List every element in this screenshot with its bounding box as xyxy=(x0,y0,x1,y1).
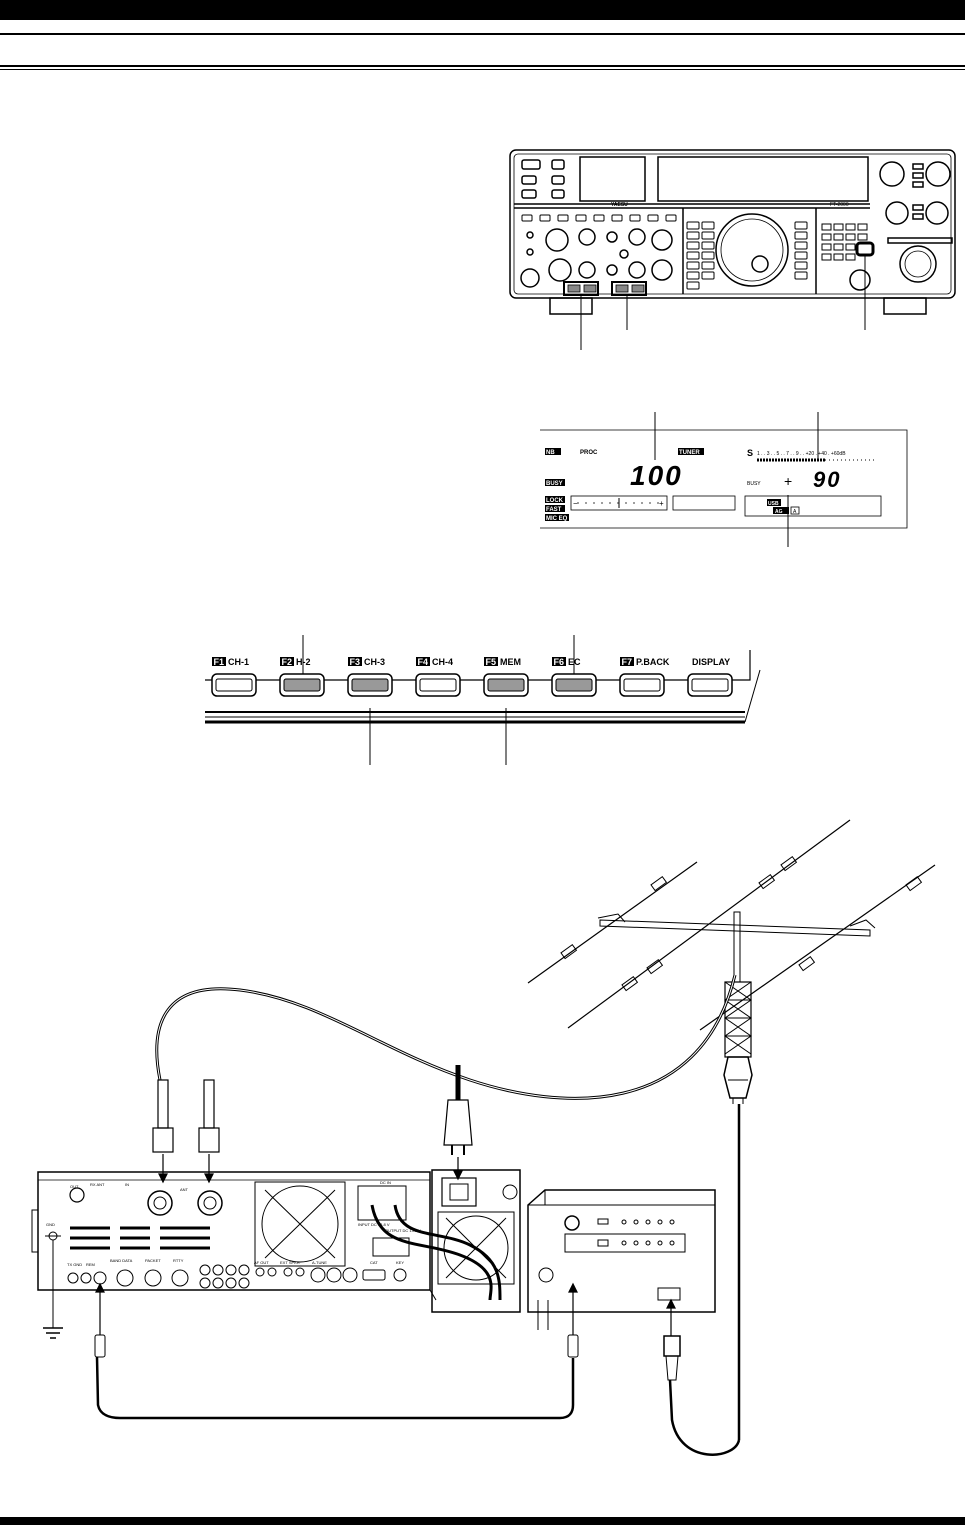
clarifier-sign: + xyxy=(784,473,792,489)
function-key-number-bg xyxy=(416,657,430,666)
header-rule-2 xyxy=(0,65,965,67)
busy-right-indicator: BUSY xyxy=(747,481,761,487)
cat-label: CAT xyxy=(370,1260,378,1265)
input-dc-label: INPUT DC 13.8 V xyxy=(358,1222,390,1227)
brand-logo: YAESU xyxy=(611,202,628,208)
model-label: FT-2000 xyxy=(830,202,849,208)
fast-indicator: FAST xyxy=(546,507,562,513)
s-meter-scale: 1 . . 3 . . 5 . . 7 . . 9 . . +20 . +40 … xyxy=(757,451,846,457)
nb-indicator-bg xyxy=(545,448,561,455)
dc-in-label: DC IN xyxy=(380,1180,391,1185)
function-key-number: F1 xyxy=(214,657,225,667)
busy-left-indicator: BUSY xyxy=(546,481,563,487)
function-key-label: MEM xyxy=(500,657,521,667)
function-key-number-bg xyxy=(552,657,566,666)
agc-indicator: AG xyxy=(775,509,783,515)
station-setup-illustration: GND RX ANT OUT IN ANT DC IN INPUT DC 13.… xyxy=(31,819,936,1456)
function-key-label: CH-1 xyxy=(228,657,249,667)
header-rule-1 xyxy=(0,33,965,35)
function-key-number-bg xyxy=(212,657,226,666)
lcd-display-illustration: NB PROC TUNER BUSY 100 S 1 . . 3 . . 5 .… xyxy=(540,412,908,547)
lock-indicator: LOCK xyxy=(546,498,564,504)
function-key-number: F7 xyxy=(622,657,633,667)
power-value-readout: 100 xyxy=(630,460,683,491)
function-key-label: P.BACK xyxy=(636,657,670,667)
function-key-cap xyxy=(283,678,321,692)
function-key-cap xyxy=(623,678,661,692)
busy-left-bg xyxy=(545,479,565,486)
function-key-number: F5 xyxy=(486,657,497,667)
rtty-label: RTTY xyxy=(173,1258,184,1263)
function-key-label: CH-4 xyxy=(432,657,453,667)
tuner-indicator: TUNER xyxy=(679,450,700,456)
function-key-label: EC xyxy=(568,657,581,667)
function-key-cap xyxy=(215,678,253,692)
ext-spkr-label: EXT SPKR xyxy=(280,1260,300,1265)
function-key-number-bg xyxy=(620,657,634,666)
mic-eq-indicator: MIC EQ xyxy=(546,516,568,522)
ant-label: ANT xyxy=(180,1187,189,1192)
function-key-number: F4 xyxy=(418,657,429,667)
gnd-label: GND xyxy=(46,1222,55,1227)
mode-indicator-bg xyxy=(767,499,781,506)
output-dc-label: OUTPUT DC 13.8 V xyxy=(385,1228,421,1233)
function-key-number-bg xyxy=(484,657,498,666)
lock-indicator-bg xyxy=(545,496,565,503)
function-key-label: DISPLAY xyxy=(692,657,730,667)
rx-ant-label: RX ANT xyxy=(90,1182,105,1187)
header-rule-3 xyxy=(0,69,965,70)
proc-indicator: PROC xyxy=(580,450,598,456)
vfo-indicator-box xyxy=(790,506,800,515)
rx-in-label: IN xyxy=(125,1182,129,1187)
a-tune-label: A-TUNE xyxy=(312,1260,327,1265)
agc-indicator-bg xyxy=(773,507,789,514)
header-top-bar xyxy=(0,0,965,20)
function-key-cap xyxy=(487,678,525,692)
rem-label: REM xyxy=(86,1262,95,1267)
function-key-number: F6 xyxy=(554,657,565,667)
af-out-label: AF OUT xyxy=(254,1260,269,1265)
tx-gnd-label: TX GND xyxy=(67,1262,82,1267)
clarifier-bar xyxy=(570,495,668,511)
function-key-cap xyxy=(691,678,729,692)
s-meter-label: S xyxy=(747,448,753,458)
tuner-indicator-bg xyxy=(678,448,704,455)
function-key-number-bg xyxy=(348,657,362,666)
rx-out-label: OUT xyxy=(70,1184,79,1189)
lcd-box-right xyxy=(744,495,882,517)
fast-indicator-bg xyxy=(545,505,565,512)
function-key-number: F2 xyxy=(282,657,293,667)
footer-bar xyxy=(0,1517,965,1525)
function-key-cap xyxy=(555,678,593,692)
clarifier-plus: + xyxy=(659,499,664,508)
function-key-number: F3 xyxy=(350,657,361,667)
nb-indicator: NB xyxy=(546,450,555,456)
key-label: KEY xyxy=(396,1260,404,1265)
radio-front-panel-illustration: YAESU FT-2000 xyxy=(509,149,956,350)
function-key-cap xyxy=(419,678,457,692)
mic-eq-indicator-bg xyxy=(545,514,569,521)
function-key-label: CH-3 xyxy=(364,657,385,667)
right-value-readout: 90 xyxy=(813,467,841,492)
function-key-cap xyxy=(351,678,389,692)
mode-indicator: USB xyxy=(768,501,779,507)
band-data-label: BAND DATA xyxy=(110,1258,133,1263)
packet-label: PACKET xyxy=(145,1258,161,1263)
function-key-label: H-2 xyxy=(296,657,311,667)
lcd-box-middle xyxy=(672,495,736,511)
clarifier-minus: − xyxy=(573,499,578,508)
vfo-indicator: A xyxy=(793,509,797,515)
function-key-display[interactable]: DISPLAY xyxy=(687,657,733,697)
function-key-number-bg xyxy=(280,657,294,666)
